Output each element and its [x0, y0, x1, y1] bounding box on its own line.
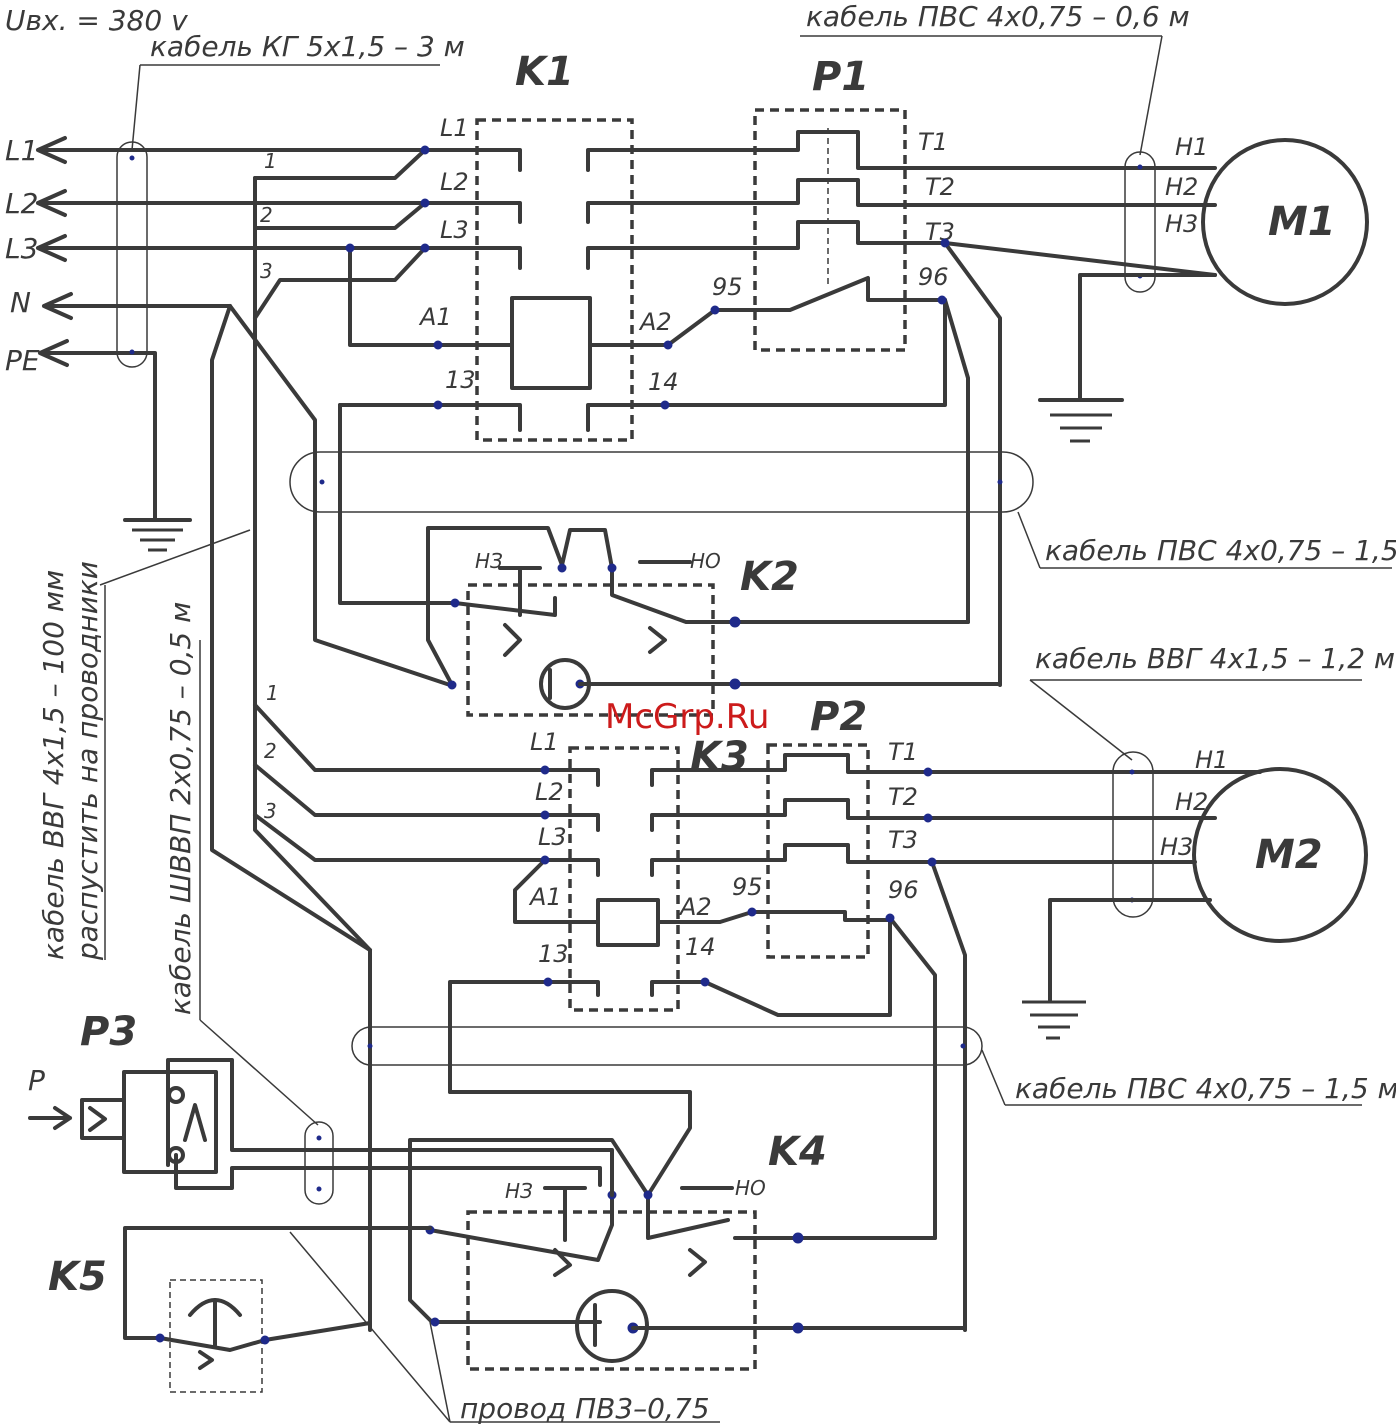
p1-t3-label: T3 — [925, 218, 955, 246]
k1-l2-label: L2 — [440, 168, 469, 196]
p1-95-label: 95 — [712, 273, 743, 301]
k2-title: K2 — [740, 554, 799, 600]
ground-icon-left — [123, 518, 192, 552]
k3-a1-label: A1 — [528, 883, 562, 911]
k3-a2-label: A2 — [678, 893, 712, 921]
k1-l1-label: L1 — [440, 114, 469, 142]
k3-k4-cable-bundle — [351, 1026, 983, 1066]
k2-no-label: НО — [690, 549, 721, 573]
bus-3b-label: 3 — [264, 799, 277, 823]
sensor-cable-label: кабель ШВВП 2х0,75 – 0,5 м — [164, 602, 197, 1015]
p1-t1-label: T1 — [918, 128, 948, 156]
k3-k4-cable-label: кабель ПВС 4х0,75 – 1,5 м — [1015, 1072, 1396, 1105]
bus-wires — [210, 148, 547, 1332]
p2-elements — [783, 753, 1262, 1332]
m2-h1-label: H1 — [1195, 746, 1228, 774]
k3-l1-label: L1 — [530, 728, 559, 756]
m1-h3-label: H3 — [1165, 210, 1198, 238]
supply-l1-label: L1 — [5, 134, 38, 167]
k1-13-label: 13 — [445, 366, 476, 394]
bus-3-label: 3 — [260, 259, 273, 283]
ground-icon-m2 — [1022, 1000, 1086, 1040]
supply-n-label: N — [10, 286, 31, 319]
ground-icon-m1 — [1038, 398, 1124, 443]
voltage-label: Uвх. = 380 v — [5, 4, 188, 37]
k2-nc-label: НЗ — [475, 549, 503, 573]
k3-l3-label: L3 — [538, 823, 567, 851]
p2-t3-label: T3 — [888, 826, 918, 854]
p2-t2-label: T2 — [888, 783, 918, 811]
watermark: McGrp.Ru — [605, 697, 769, 737]
k1-l3-label: L3 — [440, 216, 469, 244]
wire-label: провод ПВ3–0,75 — [460, 1392, 710, 1425]
k3-14-label: 14 — [685, 933, 716, 961]
k1-box — [475, 118, 634, 442]
k1-contacts — [338, 148, 947, 432]
main-cable-bundle — [116, 141, 148, 368]
p2-96-label: 96 — [888, 876, 919, 904]
k4-title: K4 — [768, 1129, 827, 1175]
k3-contacts — [448, 768, 892, 1094]
bus-1b-label: 1 — [266, 681, 279, 705]
p3-sensor — [28, 1058, 614, 1197]
bus-1-label: 1 — [264, 149, 277, 173]
supply-arrows — [36, 136, 427, 522]
sensor-cable-bundle — [304, 1121, 334, 1205]
m2-motor — [1192, 767, 1368, 943]
p1-96-label: 96 — [918, 263, 949, 291]
m2-h3-label: H3 — [1160, 833, 1193, 861]
p2-box — [766, 743, 870, 959]
m1-h2-label: H2 — [1165, 173, 1198, 201]
k2-box — [466, 583, 715, 717]
p3-title: P3 — [80, 1009, 137, 1055]
p2-95-label: 95 — [732, 873, 763, 901]
m2-cable-bundle — [1112, 751, 1154, 918]
bus-2-label: 2 — [260, 203, 273, 227]
k1-a1-label: A1 — [418, 303, 452, 331]
bus-cable-label-1: кабель ВВГ 4х1,5 – 100 мм — [37, 570, 70, 960]
m1-cable-label: кабель ПВС 4х0,75 – 0,6 м — [806, 0, 1190, 33]
k2-elements — [338, 403, 1002, 710]
k4-no-label: НО — [735, 1176, 766, 1200]
k3-box — [568, 746, 680, 1012]
k1-k2-cable-bundle — [289, 451, 1034, 513]
p1-title: P1 — [812, 54, 869, 100]
m2-title: M2 — [1255, 832, 1323, 878]
k3-l2-label: L2 — [535, 778, 564, 806]
p1-box — [753, 108, 907, 352]
p2-t1-label: T1 — [888, 738, 918, 766]
supply-l3-label: L3 — [5, 232, 38, 265]
m1-cable-bundle — [1124, 151, 1156, 293]
k1-a2-label: A2 — [638, 308, 672, 336]
k1-title: K1 — [515, 49, 574, 95]
m1-h1-label: H1 — [1175, 133, 1208, 161]
k1-14-label: 14 — [648, 368, 679, 396]
main-cable-label: кабель КГ 5х1,5 – 3 м — [150, 30, 465, 63]
k1-k2-cable-label: кабель ПВС 4х0,75 – 1,5 м — [1045, 534, 1396, 567]
m2-cable-label: кабель ВВГ 4х1,5 – 1,2 м — [1035, 642, 1395, 675]
k5-box — [169, 1279, 263, 1393]
p2-title: P2 — [810, 694, 867, 740]
bus-cable-label-2: распустить на проводники — [71, 561, 104, 961]
k3-title: K3 — [690, 734, 749, 780]
m1-motor — [1201, 138, 1369, 306]
k3-13-label: 13 — [538, 940, 569, 968]
m1-title: M1 — [1268, 199, 1336, 245]
supply-terminals: L1 L2 L3 N PE — [5, 134, 40, 377]
pressure-label: P — [28, 1064, 45, 1097]
p1-t2-label: T2 — [925, 173, 955, 201]
bus-2b-label: 2 — [264, 739, 277, 763]
k4-nc-label: НЗ — [505, 1179, 533, 1203]
k4-elements — [408, 1090, 967, 1363]
m2-h2-label: H2 — [1175, 788, 1208, 816]
supply-l2-label: L2 — [5, 187, 38, 220]
supply-pe-label: PE — [5, 344, 40, 377]
k5-title: K5 — [48, 1254, 107, 1300]
